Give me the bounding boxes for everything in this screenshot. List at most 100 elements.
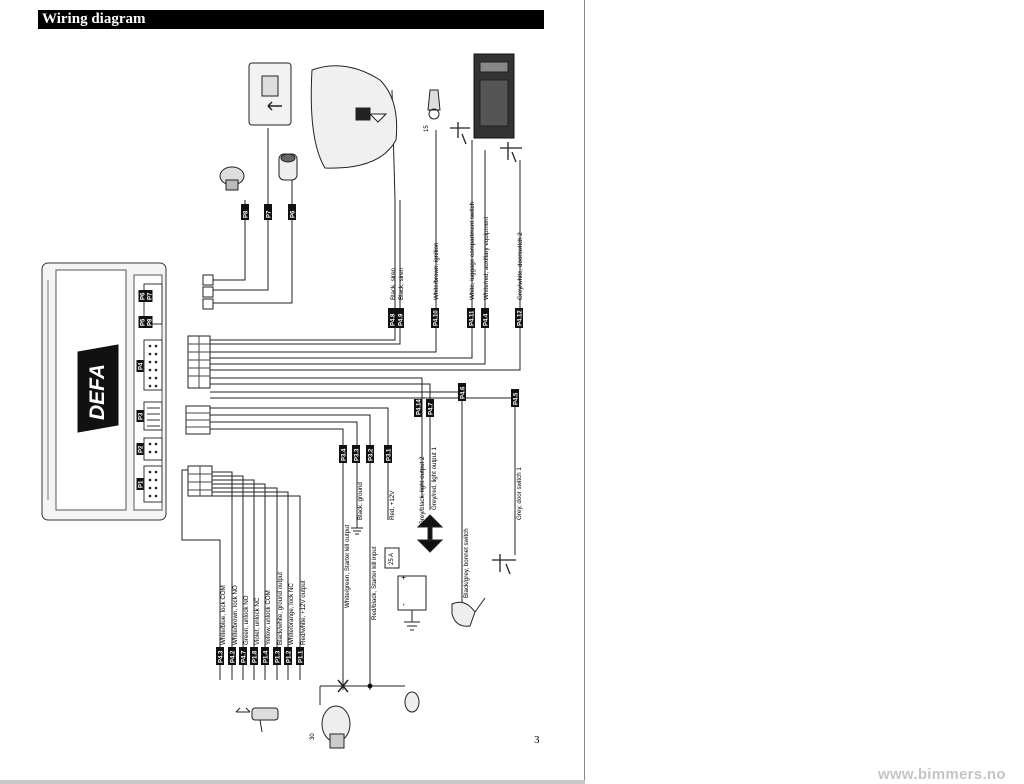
wire-tag-top-1-0-text: P4.10 — [434, 310, 440, 326]
wire-tag-top-0-1-text: P4.9 — [399, 313, 405, 326]
wire-label-mid-0: White/green, Starter kill output — [344, 524, 351, 608]
fuse-box — [384, 547, 400, 569]
wire-tag-top-1-0: P4.10 — [431, 308, 440, 328]
car-radio-unit — [473, 53, 515, 139]
wire-label-lock-2: Green, unlock NO — [243, 595, 250, 645]
wire-tag-mid-7: P4.5 — [511, 389, 520, 407]
wire-tag-mid-1: P3.3 — [352, 445, 361, 463]
wire-tag-mid-5-text: P4.7 — [429, 402, 435, 415]
module-port-p2: P2 — [136, 443, 145, 455]
ignition-key-icon — [427, 89, 441, 120]
door-switch-1-icon — [492, 554, 516, 575]
wire-tag-lock-4: P1.4 — [261, 647, 270, 665]
wire-tag-top-0-0-text: P4.8 — [391, 313, 397, 326]
section-header-bar: Wiring diagram — [38, 10, 544, 29]
starter-30-mark: 30 — [310, 733, 316, 740]
defa-logo: DEFA — [77, 344, 119, 433]
wire-tag-top-0-0: P4.8 — [388, 308, 397, 328]
module-port-p1: P1 — [136, 478, 145, 490]
wire-tag-mid-3-text: P3.1 — [387, 448, 393, 461]
wiring-diagram: DEFA — [41, 53, 524, 749]
wire-tag-mid-3: P3.1 — [384, 445, 393, 463]
wire-tag-lock-5: P1.3 — [273, 647, 282, 665]
module-port-p5-text: P5 — [141, 318, 147, 326]
wire-tag-lock-7: P1.1 — [296, 647, 305, 665]
module-port-p3-text: P3 — [139, 412, 145, 420]
manual-page: Wiring diagram DEFA — [0, 0, 585, 784]
wire-tag-mid-4: P4.14 — [414, 399, 423, 417]
page-number: 3 — [534, 734, 540, 746]
luggage-switch-icon — [450, 122, 470, 145]
module-port-p8-text: P8 — [148, 318, 154, 326]
wire-tag-lock-2-text: P4.7 — [242, 650, 248, 663]
wire-tag-mid-1-text: P3.3 — [355, 448, 361, 461]
siren — [310, 65, 398, 169]
section-title: Wiring diagram — [42, 11, 146, 27]
led-display-unit — [248, 62, 292, 126]
battery-plus-mark: + — [399, 575, 408, 580]
wire-tag-lock-3-text: P1.8 — [253, 650, 259, 663]
wire-tag-mid-7-text: P4.5 — [514, 392, 520, 405]
wire-label-mid-4: Grey/black, light output 2 — [419, 456, 426, 525]
wire-label-top-0-0: Black, siren — [390, 267, 397, 300]
wire-tag-mid-2: P3.2 — [366, 445, 375, 463]
starter-motor-icon — [319, 686, 351, 749]
wire-tag-mid-6-text: P4.6 — [461, 386, 467, 399]
wire-label-lock-0: White/blue, lock COM — [220, 585, 227, 645]
wire-label-top-2-0: White, luggage compartment switch — [469, 201, 476, 300]
wire-label-top-0-1: Black, siren — [398, 267, 405, 300]
battery-minus-mark: - — [399, 603, 408, 606]
module-port-p6: P6 — [138, 290, 147, 302]
site-watermark: www.bimmers.no — [878, 766, 1006, 783]
wire-tag-lock-6-text: P1.2 — [287, 650, 293, 663]
connector-tag-p7-text: P7 — [267, 210, 273, 218]
wire-tag-lock-6: P1.2 — [284, 647, 293, 665]
wire-tag-top-2-0-text: P4.11 — [470, 310, 476, 326]
module-port-p7: P7 — [145, 290, 154, 302]
wire-tag-lock-7-text: P1.1 — [299, 650, 305, 663]
connector-tag-p7: P7 — [264, 204, 273, 220]
wire-tag-lock-5-text: P1.3 — [276, 650, 282, 663]
wire-tag-lock-0: P4.3 — [216, 647, 225, 665]
wire-tag-top-4-0: P4.12 — [515, 308, 524, 328]
wire-tag-top-0-1: P4.9 — [396, 308, 405, 328]
central-lock-actuator-icon — [235, 707, 279, 733]
ignition-15-mark: 15 — [424, 125, 430, 132]
wire-tag-mid-2-text: P3.2 — [369, 448, 375, 461]
wire-label-lock-3: Violet, unlock NC — [254, 597, 261, 645]
module-port-p5: P5 — [138, 316, 147, 328]
connector-tag-p8-text: P8 — [244, 210, 250, 218]
connector-tag-p6: P6 — [288, 204, 297, 220]
wire-tag-top-2-0: P4.11 — [467, 308, 476, 328]
module-port-p4: P4 — [136, 360, 145, 372]
ignition-lock-icon — [404, 691, 420, 713]
wire-label-lock-5: Black/white, ground output — [277, 572, 284, 645]
doorswitch-2-icon — [500, 142, 522, 163]
module-port-p1-text: P1 — [139, 480, 145, 488]
module-port-p6-text: P6 — [141, 292, 147, 300]
page-bottom-edge — [0, 780, 585, 784]
wire-label-mid-6: Black/grey, bonnet switch — [463, 528, 470, 598]
wire-label-lock-1: White/brown, lock NO — [232, 585, 239, 645]
wire-tag-top-4-0-text: P4.12 — [518, 310, 524, 326]
warning-arrows-icon — [416, 514, 444, 553]
bonnet-switch-icon — [451, 597, 486, 627]
wire-tag-top-3-0: P4.4 — [481, 308, 490, 328]
module-port-p7-text: P7 — [148, 292, 154, 300]
fuse-label: 25 A — [389, 553, 395, 565]
defa-logo-text: DEFA — [86, 364, 109, 420]
starter-relay-icon — [320, 679, 405, 693]
wire-tag-mid-4-text: P4.14 — [417, 399, 423, 415]
wire-tag-lock-1-text: P4.2 — [231, 650, 237, 663]
wire-label-mid-7: Grey, door switch 1 — [516, 467, 523, 520]
wire-label-lock-6: White/orange, lock NC — [288, 583, 295, 645]
wire-label-top-1-0: White/brown, ignition — [433, 242, 440, 300]
wire-tag-top-3-0-text: P4.4 — [484, 313, 490, 326]
wire-tag-mid-0: P3.4 — [339, 445, 348, 463]
battery-icon — [397, 575, 427, 631]
wire-tag-lock-2: P4.7 — [239, 647, 248, 665]
wire-tag-lock-3: P1.8 — [250, 647, 259, 665]
wire-tag-mid-6: P4.6 — [458, 383, 467, 401]
